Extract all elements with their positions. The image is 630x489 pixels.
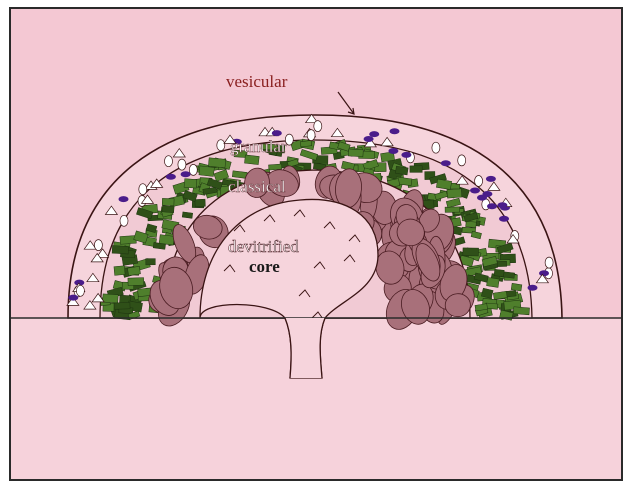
purple-vesicle	[364, 136, 374, 142]
green-grain	[112, 246, 129, 255]
green-grain	[199, 166, 214, 177]
green-grain	[244, 155, 259, 165]
purple-vesicle	[497, 202, 507, 208]
purple-vesicle	[470, 188, 480, 194]
green-grain	[445, 207, 460, 213]
label-devitrified: devitrified	[228, 237, 299, 256]
green-grain	[162, 206, 174, 213]
green-grain	[466, 221, 477, 227]
green-grain	[195, 199, 206, 207]
purple-vesicle	[486, 176, 496, 182]
green-grain	[395, 166, 408, 175]
green-grain	[410, 166, 422, 173]
green-grain	[162, 198, 174, 205]
open-vesicle	[120, 215, 128, 226]
green-grain	[114, 302, 130, 309]
purple-vesicle	[388, 148, 398, 154]
green-grain	[494, 269, 504, 276]
open-vesicle	[314, 121, 322, 132]
green-grain	[146, 259, 156, 265]
open-vesicle	[545, 257, 553, 268]
purple-vesicle	[119, 196, 129, 202]
purple-vesicle	[528, 285, 538, 291]
green-grain	[120, 235, 136, 244]
green-grain	[128, 278, 144, 286]
green-grain	[103, 294, 119, 303]
green-grain	[269, 164, 282, 170]
label-core: core	[249, 257, 280, 276]
open-vesicle	[217, 140, 225, 151]
green-grain	[487, 277, 500, 287]
green-grain	[513, 307, 529, 315]
open-vesicle	[94, 240, 102, 251]
green-grain	[300, 141, 311, 147]
purple-vesicle	[68, 295, 78, 301]
purple-vesicle	[181, 171, 191, 177]
label-vesicular: vesicular	[226, 72, 288, 91]
green-grain	[127, 266, 140, 275]
open-vesicle	[178, 159, 186, 170]
purple-vesicle	[390, 128, 400, 134]
green-grain	[506, 290, 517, 297]
green-grain	[114, 266, 125, 276]
purple-vesicle	[441, 160, 451, 166]
purple-vesicle	[477, 195, 487, 201]
open-vesicle	[475, 176, 483, 187]
purple-vesicle	[499, 216, 509, 222]
open-vesicle	[76, 285, 84, 296]
open-vesicle	[165, 156, 173, 167]
open-vesicle	[139, 184, 147, 195]
purple-vesicle	[401, 152, 411, 158]
purple-vesicle	[539, 270, 549, 276]
open-vesicle	[432, 142, 440, 153]
green-grain	[463, 248, 479, 256]
label-classical: classical	[228, 177, 286, 196]
purple-vesicle	[272, 130, 282, 136]
open-vesicle	[458, 155, 466, 166]
purple-vesicle	[487, 203, 497, 209]
open-vesicle	[307, 130, 315, 141]
green-grain	[208, 158, 225, 168]
green-grain	[159, 235, 174, 245]
green-grain	[184, 179, 197, 189]
purple-vesicle	[369, 131, 379, 137]
label-granular: granular	[230, 137, 287, 156]
green-grain	[447, 189, 462, 199]
green-grain	[497, 261, 506, 266]
green-grain	[511, 283, 522, 291]
green-grain	[182, 212, 193, 218]
purple-vesicle	[166, 174, 176, 180]
green-grain	[348, 149, 363, 157]
